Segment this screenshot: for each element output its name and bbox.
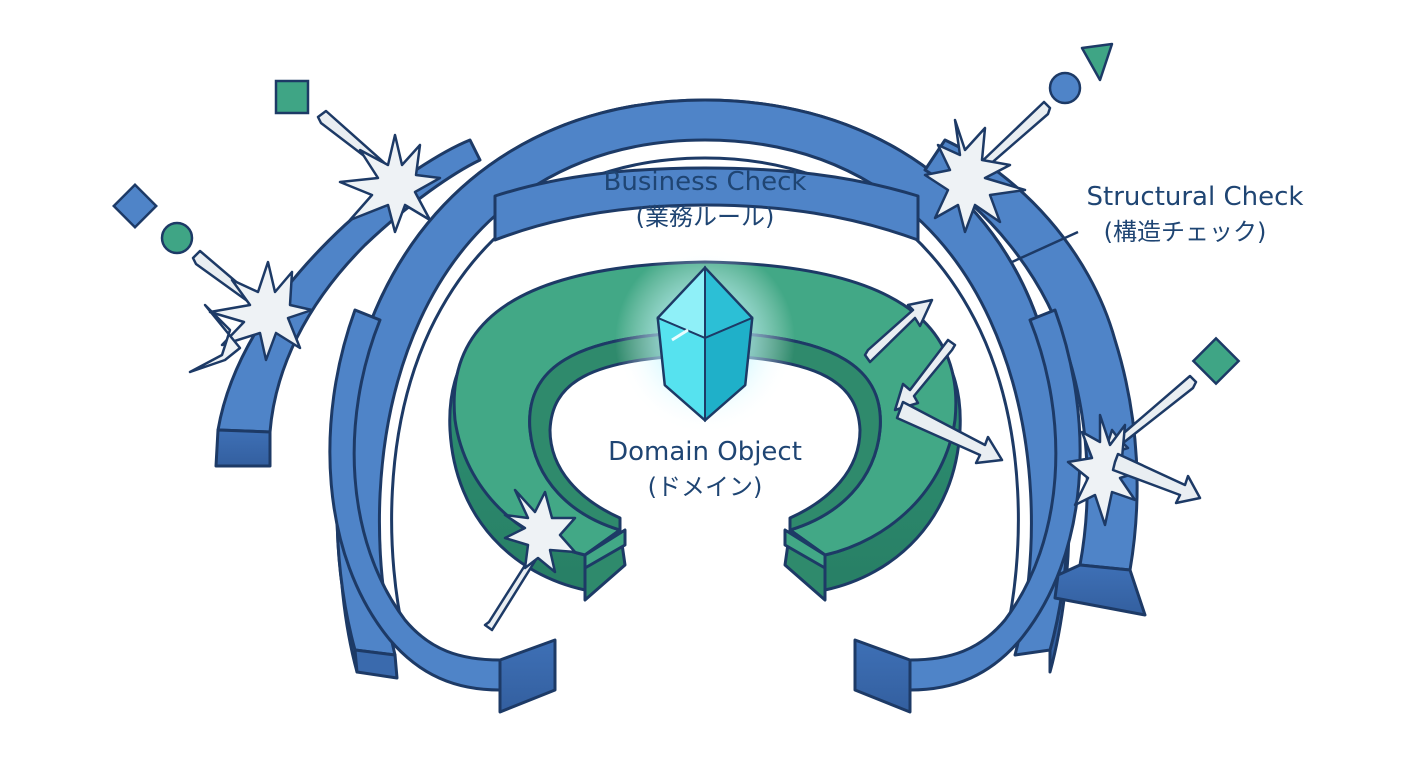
square-icon (1191, 336, 1241, 386)
circle-icon (1048, 71, 1082, 105)
structural-check-leader (1011, 230, 1079, 264)
impact-burst-icon (338, 133, 442, 234)
domain-deflection-arrows (863, 298, 1004, 465)
triangle-icon (1080, 42, 1114, 82)
circle-icon (160, 221, 194, 255)
incoming-circle-triangle-right (923, 42, 1114, 234)
domain-ring (448, 260, 962, 602)
impact-burst-icon (188, 260, 314, 374)
business-check-subtitle: (業務ルール) (636, 203, 775, 231)
domain-object-title: Domain Object (608, 437, 802, 467)
arrow-icon (893, 338, 957, 412)
impact-burst-icon (503, 488, 577, 574)
arrow-icon (863, 298, 934, 364)
impact-burst-icon (1066, 413, 1147, 527)
domain-crystal (615, 245, 795, 435)
crystal-gem-icon (656, 265, 754, 423)
impact-burst-icon (923, 118, 1027, 234)
structural-check-subtitle: (構造チェック) (1104, 218, 1267, 246)
incoming-square-circle-left (112, 183, 314, 374)
structural-check-title: Structural Check (1087, 182, 1304, 212)
arrow-icon (895, 400, 1004, 465)
business-check-ring-arms (328, 308, 1082, 714)
business-check-title: Business Check (604, 167, 807, 197)
domain-impact-bottom-left (483, 488, 577, 632)
domain-object-subtitle: (ドメイン) (648, 473, 763, 501)
square-icon (274, 79, 310, 115)
incoming-square-right (1066, 336, 1241, 527)
square-icon (112, 183, 158, 229)
arrow-icon (1111, 452, 1202, 505)
incoming-square-top-left (274, 79, 442, 234)
